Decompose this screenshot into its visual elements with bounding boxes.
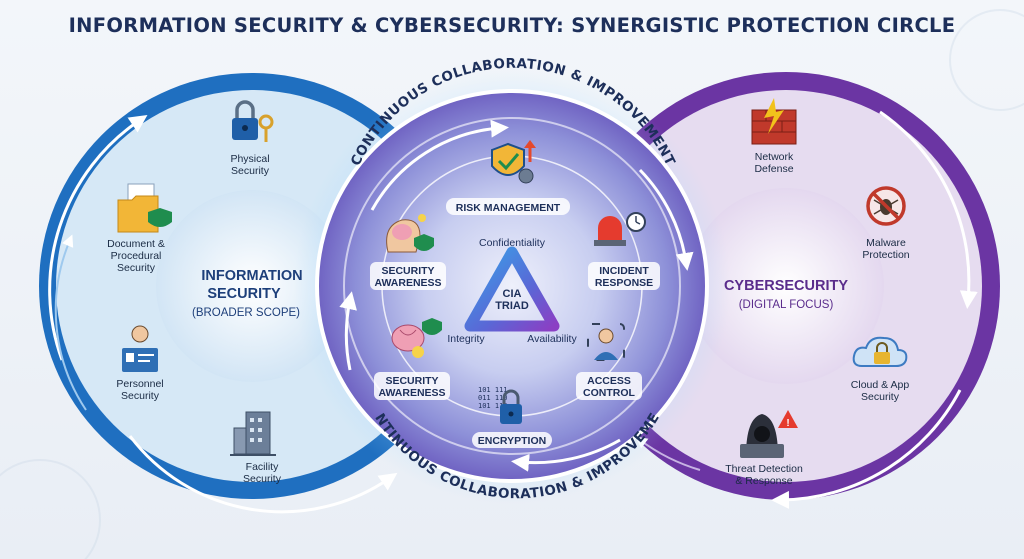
triad-label-2: TRIAD [495,300,529,312]
item-line: Document & [107,238,165,250]
alarm-siren-clock-icon [594,212,646,246]
person-face-scan-icon [587,323,625,361]
integrity-label: Integrity [447,333,485,345]
cyber-item-network: Network Defense [751,98,797,175]
info-security-label: INFORMATION SECURITY (BROADER SCOPE) [192,268,303,319]
item-line: AWARENESS [374,277,441,289]
item-line: SECURITY [385,375,438,387]
item-line: Security [121,390,160,402]
center-item-awareness-lower: SECURITY AWARENESS [374,318,450,400]
item-line: ENCRYPTION [478,435,546,447]
cyber-item-threat: ! Threat Detection & Response [725,410,803,487]
svg-text:101 110: 101 110 [478,402,508,410]
item-line: INCIDENT [599,265,649,277]
item-line: Security [861,391,900,403]
cybersecurity-label: CYBERSECURITY (DIGITAL FOCUS) [724,278,848,311]
item-line: Threat Detection [725,463,803,475]
svg-text:101 111: 101 111 [478,386,508,394]
binary-padlock-icon: 101 111 011 110 101 110 [478,386,522,424]
background-decor [0,9,1024,559]
page-title: INFORMATION SECURITY & CYBERSECURITY: SY… [68,14,956,37]
item-line: Physical [230,153,269,165]
padlock-key-icon [232,100,274,142]
info-item-personnel: Personnel Security [116,325,164,402]
item-line: ACCESS [587,375,631,387]
item-line: CONTROL [583,387,635,399]
center-item-incident: INCIDENT RESPONSE [588,212,660,290]
item-line: Procedural [111,250,162,262]
center-item-access: ACCESS CONTROL [576,323,642,400]
shield-check-gear-icon [491,140,536,184]
item-line: Malware [866,237,906,249]
head-brain-shield-icon [386,214,434,253]
item-line: Personnel [116,378,163,390]
item-line: Defense [754,163,793,175]
item-line: RESPONSE [595,277,653,289]
availability-label: Availability [527,333,577,345]
item-line: Network [755,151,794,163]
hooded-hacker-icon: ! [740,410,798,458]
svg-text:011 110: 011 110 [478,394,508,402]
firewall-icon [751,98,797,145]
confidentiality-label: Confidentiality [479,237,546,249]
cia-triad: CIA TRIAD Confidentiality Integrity Avai… [447,237,577,345]
item-line: AWARENESS [378,387,445,399]
item-line: Protection [862,249,909,261]
info-item-document: Document & Procedural Security [107,183,172,274]
document-folder-shield-icon [117,183,172,233]
cyber-item-malware: Malware Protection [862,186,910,261]
item-line: Security [117,262,156,274]
item-line: & Response [735,475,792,487]
item-line: SECURITY [381,265,434,277]
item-line: Cloud & App [851,379,910,391]
office-building-icon [230,411,276,456]
item-line: Security [243,473,282,485]
item-line: RISK MANAGEMENT [456,202,561,214]
center-item-risk: RISK MANAGEMENT [446,140,570,215]
info-security-title-2: SECURITY [207,286,281,302]
info-security-title-1: INFORMATION [201,268,302,284]
cybersecurity-title: CYBERSECURITY [724,278,848,294]
no-bug-icon [866,186,906,226]
brain-lightbulb-shield-icon [391,318,442,358]
cybersecurity-subtitle: (DIGITAL FOCUS) [739,299,834,311]
person-id-badge-icon [122,325,158,372]
cyber-item-cloud: Cloud & App Security [851,336,910,403]
center-item-encryption: 101 111 011 110 101 110 ENCRYPTION [472,386,552,448]
info-item-facility: Facility Security [230,411,282,485]
center-item-awareness-upper: SECURITY AWARENESS [370,214,446,290]
triad-label-1: CIA [503,288,522,300]
item-line: Security [231,165,270,177]
info-security-subtitle: (BROADER SCOPE) [192,307,300,319]
cloud-lock-icon [852,336,908,367]
item-line: Facility [246,461,279,473]
svg-text:!: ! [786,418,789,429]
info-item-physical: Physical Security [230,100,274,177]
